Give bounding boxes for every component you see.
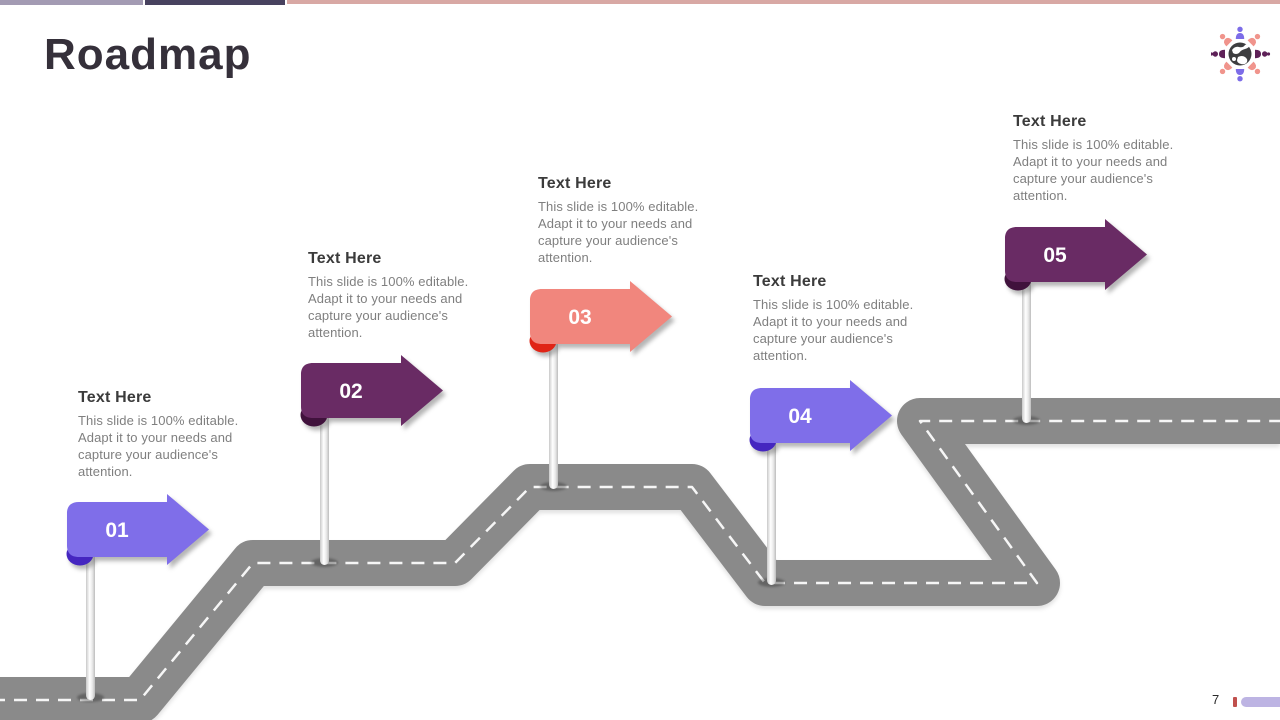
signpost-arrow-01: 01 [66,494,209,566]
milestone-number: 02 [339,380,362,403]
sign-arrow-shape [301,355,443,426]
milestone-number: 05 [1043,244,1067,267]
milestone-description: This slide is 100% editable. Adapt it to… [1013,137,1174,203]
people-ring-icon [1211,26,1271,82]
milestone-02-text-block: Text Here This slide is 100% editable. A… [308,250,480,342]
milestone-04-text-block: Text Here This slide is 100% editable. A… [753,273,925,365]
milestone-title: Text Here [753,273,827,290]
top-bar-segment-3 [287,0,1280,4]
page-title: Roadmap [44,30,252,79]
globe-icon [1228,42,1252,66]
milestone-number: 03 [568,306,591,329]
sign-arrow-shape [750,380,892,451]
sign-arrow-shape [67,494,209,565]
milestone-number: 04 [788,405,812,428]
signpost-pole [1021,282,1031,423]
top-bar-segment-1 [0,0,143,5]
milestone-05-text-block: Text Here This slide is 100% editable. A… [1013,113,1185,205]
sign-arrow-shape [1005,219,1147,290]
signpost-pole [319,418,329,565]
globe-people-logo [1211,26,1271,82]
milestone-description: This slide is 100% editable. Adapt it to… [78,413,239,479]
footer-accent-bar [1241,697,1280,707]
milestone-title: Text Here [538,175,612,192]
signpost-arrow-03: 03 [529,281,672,353]
signpost-pole [548,344,558,489]
signpost-arrow-02: 02 [300,355,443,427]
milestone-03-text-block: Text Here This slide is 100% editable. A… [538,175,710,267]
signpost-arrow-05: 05 [1004,219,1147,291]
milestone-number: 01 [105,519,129,542]
road-center-dashes [0,419,1280,702]
top-bar-segment-2 [145,0,285,5]
signpost-arrow-04: 04 [749,380,892,452]
milestone-title: Text Here [1013,113,1087,130]
sign-arrow-shape [530,281,672,352]
milestone-description: This slide is 100% editable. Adapt it to… [308,274,469,340]
milestone-description: This slide is 100% editable. Adapt it to… [753,297,914,363]
signpost-pole [766,443,776,585]
signpost-pole [85,557,95,700]
milestone-01-text-block: Text Here This slide is 100% editable. A… [78,389,250,481]
milestone-description: This slide is 100% editable. Adapt it to… [538,199,699,265]
footer-accent-tick [1233,697,1237,707]
page-number: 7 [1212,692,1220,707]
milestone-title: Text Here [308,250,382,267]
milestone-title: Text Here [78,389,152,406]
